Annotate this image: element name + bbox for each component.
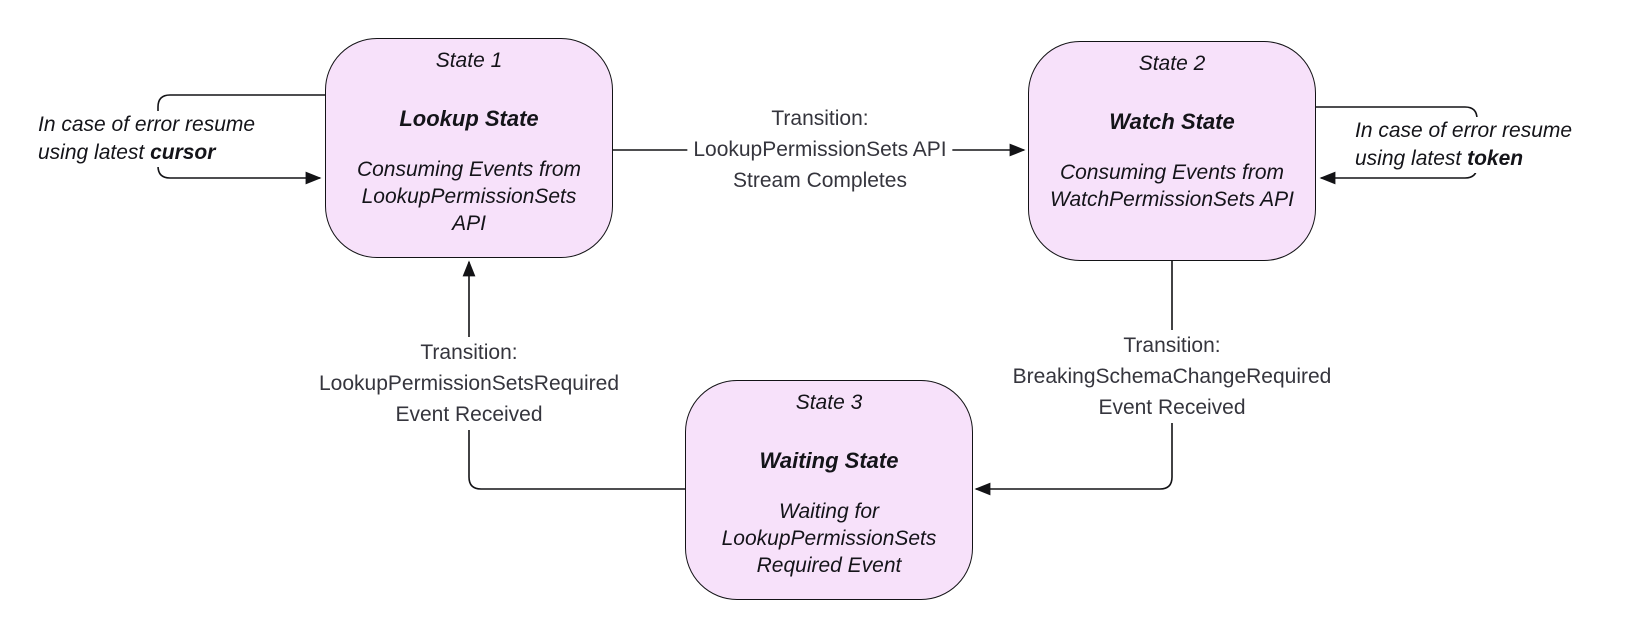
annotation-line: using latest cursor [38, 141, 216, 164]
state-description: Consuming Events from LookupPermissionSe… [356, 158, 582, 235]
transition-label-line: Transition: [1123, 334, 1221, 357]
transition-arrow-watch-to-waiting [974, 260, 1173, 496]
error-resume-note-cursor: In case of error resume using latest cur… [36, 111, 258, 167]
state-box-waiting: State 3 Waiting State Waiting for Lookup… [685, 380, 973, 600]
annotation-line: using latest token [1355, 147, 1524, 170]
transition-arrow-waiting-to-lookup [462, 260, 685, 490]
transition-label-line: LookupPermissionSetsRequired [319, 372, 619, 395]
state-description: Consuming Events from WatchPermissionSet… [1050, 161, 1294, 211]
state-box-lookup: State 1 Lookup State Consuming Events fr… [325, 38, 613, 258]
state-box-watch: State 2 Watch State Consuming Events fro… [1028, 41, 1316, 261]
state-name: Lookup State [399, 106, 539, 131]
transition-label-line: Event Received [1098, 396, 1246, 419]
transition-label-line: Event Received [395, 403, 543, 426]
transition-label-lookup-to-watch: Transition: LookupPermissionSets API Str… [687, 103, 953, 196]
transition-label-line: LookupPermissionSets API [693, 138, 947, 161]
transition-label-waiting-to-lookup: Transition: LookupPermissionSetsRequired… [313, 337, 625, 430]
state-description: Waiting for LookupPermissionSets Require… [721, 500, 937, 577]
annotation-line: In case of error resume [1355, 119, 1573, 142]
transition-label-line: Transition: [771, 107, 869, 130]
error-resume-note-token: In case of error resume using latest tok… [1353, 117, 1575, 173]
annotation-line: In case of error resume [38, 113, 256, 136]
annotation-keyword: cursor [150, 141, 216, 164]
state-label: State 1 [435, 49, 503, 72]
transition-label-line: Stream Completes [733, 169, 907, 192]
transition-label-line: BreakingSchemaChangeRequired [1012, 365, 1332, 388]
state-label: State 3 [795, 391, 863, 414]
state-name: Watch State [1109, 109, 1235, 134]
state-label: State 2 [1138, 52, 1206, 75]
transition-label-watch-to-waiting: Transition: BreakingSchemaChangeRequired… [1006, 330, 1338, 423]
state-name: Waiting State [759, 448, 899, 473]
annotation-keyword: token [1467, 147, 1524, 170]
transition-label-line: Transition: [420, 341, 518, 364]
